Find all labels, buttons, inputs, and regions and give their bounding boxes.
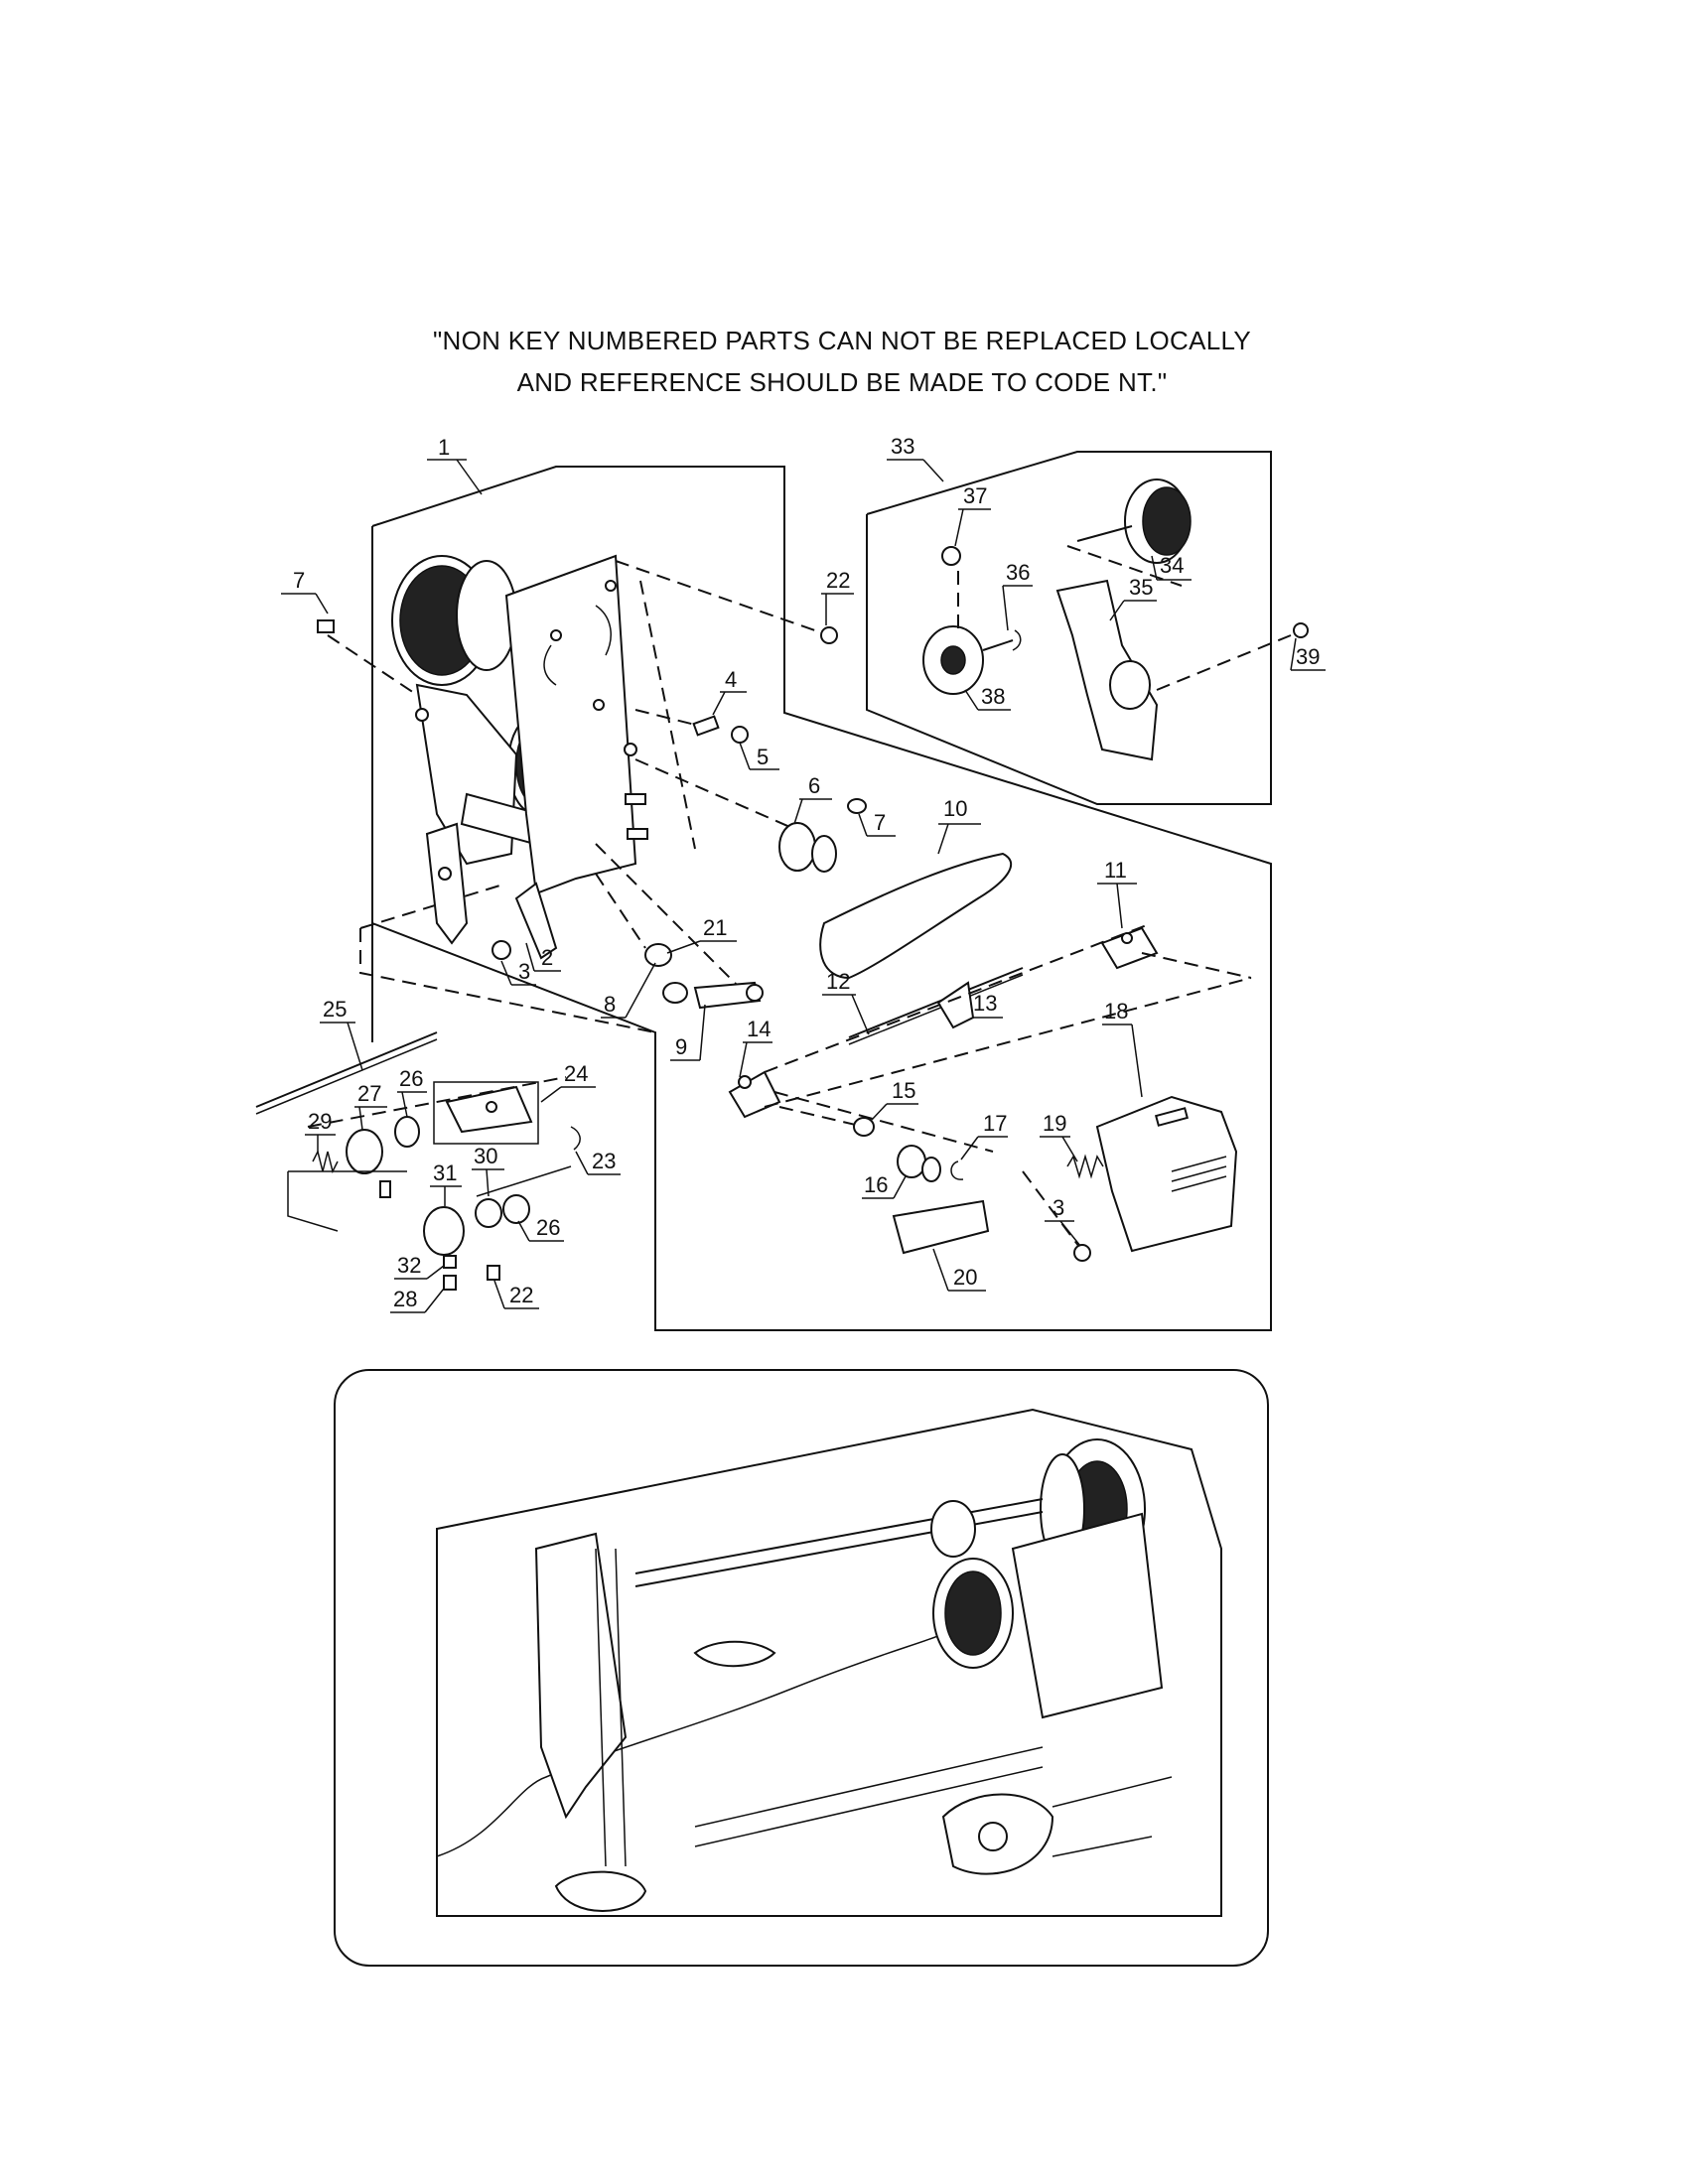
callout-20: 20 bbox=[953, 1265, 977, 1290]
callout-2: 2 bbox=[541, 945, 553, 970]
callout-7b: 7 bbox=[874, 810, 886, 835]
spring-19 bbox=[1066, 1154, 1104, 1179]
assembly-33-outline bbox=[866, 451, 1272, 805]
callout-14: 14 bbox=[747, 1017, 771, 1041]
callout-22: 22 bbox=[826, 568, 850, 593]
note-line-2: AND REFERENCE SHOULD BE MADE TO CODE NT.… bbox=[516, 367, 1168, 397]
note-line-1: "NON KEY NUMBERED PARTS CAN NOT BE REPLA… bbox=[432, 326, 1251, 355]
callout-3b: 3 bbox=[1052, 1195, 1064, 1220]
callout-39: 39 bbox=[1296, 644, 1320, 669]
callout-13: 13 bbox=[973, 991, 997, 1016]
callout-24: 24 bbox=[564, 1061, 588, 1086]
callout-32: 32 bbox=[397, 1253, 421, 1278]
overview-panel bbox=[334, 1369, 1269, 1967]
callout-33: 33 bbox=[891, 434, 914, 459]
shaft-assembly bbox=[728, 922, 1252, 1252]
small-parts-plate bbox=[317, 619, 867, 1010]
callout-28: 28 bbox=[393, 1287, 417, 1311]
callout-27: 27 bbox=[357, 1081, 381, 1106]
plate-leaders bbox=[327, 560, 830, 994]
assembly-1-outline bbox=[359, 466, 1272, 1331]
callout-19: 19 bbox=[1043, 1111, 1066, 1136]
assembly-33-parts bbox=[922, 478, 1309, 761]
parts-15-20 bbox=[853, 1117, 1104, 1262]
callout-30: 30 bbox=[474, 1144, 497, 1168]
callout-3: 3 bbox=[518, 959, 530, 984]
callout-10: 10 bbox=[943, 796, 967, 821]
callout-36: 36 bbox=[1006, 560, 1030, 585]
housing-18 bbox=[1095, 1095, 1238, 1253]
callout-26b: 26 bbox=[536, 1215, 560, 1240]
callout-29: 29 bbox=[308, 1109, 332, 1134]
bevel-gear-38 bbox=[922, 625, 1014, 695]
callout-12: 12 bbox=[826, 969, 850, 994]
callout-11: 11 bbox=[1104, 858, 1127, 883]
callout-38: 38 bbox=[981, 684, 1005, 709]
callout-22b: 22 bbox=[509, 1283, 533, 1307]
callout-21: 21 bbox=[703, 915, 727, 940]
callout-37: 37 bbox=[963, 483, 987, 508]
callout-23: 23 bbox=[592, 1149, 616, 1173]
callout-26: 26 bbox=[399, 1066, 423, 1091]
callout-6: 6 bbox=[808, 773, 820, 798]
callout-4: 4 bbox=[725, 667, 737, 692]
callout-1: 1 bbox=[438, 435, 450, 460]
left-lower-group bbox=[255, 1031, 581, 1291]
callout-31: 31 bbox=[433, 1160, 457, 1185]
spring-29 bbox=[312, 1149, 339, 1174]
callout-7: 7 bbox=[293, 568, 305, 593]
callout-17: 17 bbox=[983, 1111, 1007, 1136]
callout-8: 8 bbox=[604, 992, 616, 1017]
callout-5: 5 bbox=[757, 745, 769, 769]
callout-16: 16 bbox=[864, 1172, 888, 1197]
callout-34: 34 bbox=[1160, 553, 1184, 578]
cover-plate-10 bbox=[819, 852, 1012, 980]
callout-25: 25 bbox=[323, 997, 347, 1022]
callout-15: 15 bbox=[892, 1078, 915, 1103]
main-plate bbox=[504, 554, 648, 895]
callouts: 1 7 22 4 5 6 7 10 11 21 bbox=[281, 434, 1326, 1313]
callout-9: 9 bbox=[675, 1034, 687, 1059]
callout-18: 18 bbox=[1104, 999, 1128, 1024]
callout-35: 35 bbox=[1129, 575, 1153, 600]
